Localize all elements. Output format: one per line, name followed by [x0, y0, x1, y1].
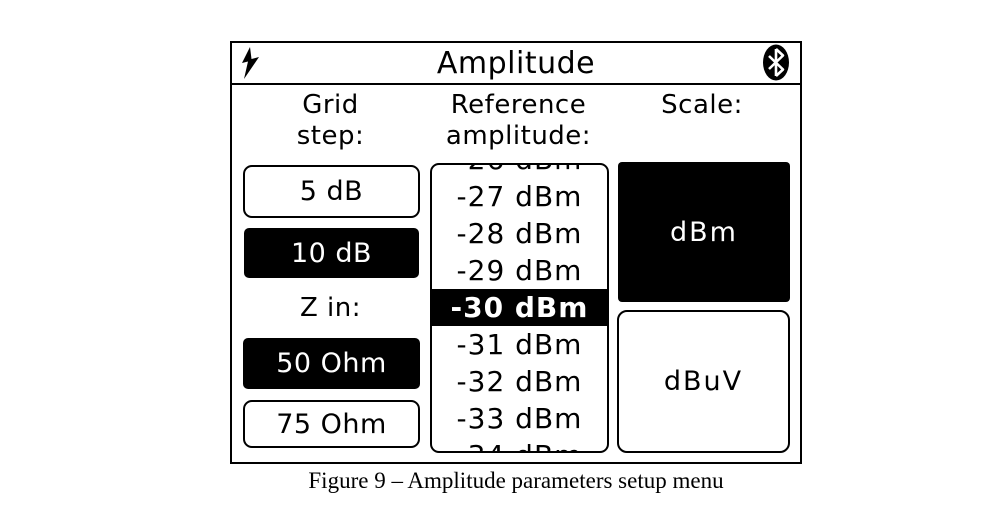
reference-amplitude-option[interactable]: -28 dBm: [456, 217, 583, 250]
reference-amplitude-list-items: -26 dBm -27 dBm -28 dBm -29 dBm-30 dBm-31 d…: [432, 165, 607, 451]
reference-amplitude-option[interactable]: -27 dBm: [456, 180, 583, 213]
reference-amplitude-option[interactable]: -29 dBm: [456, 254, 583, 287]
title-bar: Amplitude: [232, 43, 800, 85]
bluetooth-icon: [763, 44, 789, 81]
power-lightning-icon: [242, 47, 259, 79]
grid-step-label-line2: step:: [296, 121, 365, 151]
reference-amplitude-label-line2: amplitude:: [445, 121, 592, 151]
reference-amplitude-option[interactable]: -33 dBm: [456, 402, 583, 435]
reference-amplitude-option[interactable]: -26 dBm: [432, 165, 607, 178]
grid-step-option-10db[interactable]: 10 dB: [244, 228, 419, 278]
scale-label: Scale:: [661, 90, 743, 120]
scale-option-dbuv[interactable]: dBuV: [617, 310, 790, 453]
grid-step-option-5db[interactable]: 5 dB: [243, 165, 420, 218]
reference-amplitude-option[interactable]: -30 dBm: [432, 289, 607, 326]
z-in-label: Z in:: [299, 293, 362, 323]
page-title: Amplitude: [436, 46, 596, 81]
reference-amplitude-option[interactable]: -34 dBm: [432, 437, 607, 451]
z-in-option-75ohm[interactable]: 75 Ohm: [243, 400, 420, 448]
figure-caption: Figure 9 – Amplitude parameters setup me…: [308, 468, 724, 493]
z-in-option-50ohm[interactable]: 50 Ohm: [243, 338, 420, 389]
reference-amplitude-label-line1: Reference: [450, 90, 587, 120]
grid-step-label: Grid step:: [243, 90, 418, 152]
reference-amplitude-list[interactable]: -26 dBm -27 dBm -28 dBm -29 dBm-30 dBm-31 d…: [430, 163, 609, 453]
scale-option-dbm[interactable]: dBm: [618, 162, 790, 302]
reference-amplitude-label: Reference amplitude:: [428, 90, 609, 152]
device-screen: Amplitude Grid step: Reference amplitude…: [230, 41, 802, 464]
reference-amplitude-option[interactable]: -32 dBm: [456, 365, 583, 398]
reference-amplitude-option[interactable]: -31 dBm: [456, 328, 583, 361]
grid-step-label-line1: Grid: [302, 90, 359, 120]
